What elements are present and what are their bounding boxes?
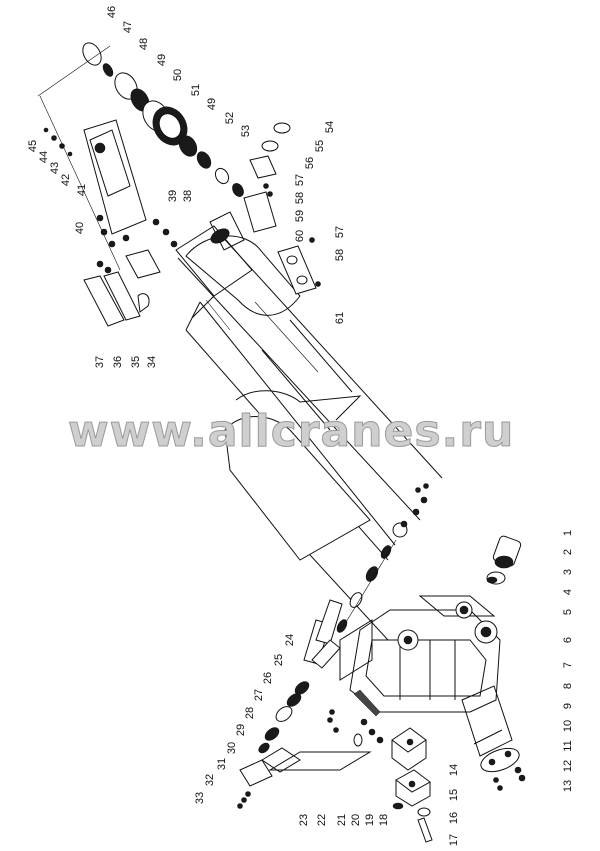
right-components bbox=[461, 535, 526, 791]
upper-left-parts bbox=[43, 119, 178, 327]
callout-8: 8 bbox=[562, 683, 574, 689]
callout-34: 34 bbox=[146, 356, 158, 368]
callout-56: 56 bbox=[304, 157, 316, 169]
callout-22: 22 bbox=[316, 814, 328, 826]
callout-13: 13 bbox=[562, 780, 574, 792]
watermark: www.allcranes.ru bbox=[68, 406, 514, 457]
callout-49: 49 bbox=[156, 54, 168, 66]
callout-57: 57 bbox=[334, 226, 346, 238]
callout-57: 57 bbox=[294, 174, 306, 186]
callout-19: 19 bbox=[364, 814, 376, 826]
callout-4: 4 bbox=[562, 589, 574, 595]
callout-48: 48 bbox=[138, 38, 150, 50]
callout-39: 39 bbox=[167, 190, 179, 202]
callout-33: 33 bbox=[194, 792, 206, 804]
base-frame bbox=[261, 595, 501, 773]
callout-12: 12 bbox=[562, 760, 574, 772]
callout-53: 53 bbox=[240, 125, 252, 137]
callout-36: 36 bbox=[112, 356, 124, 368]
callout-14: 14 bbox=[448, 764, 460, 776]
callout-23: 23 bbox=[298, 814, 310, 826]
callout-41: 41 bbox=[76, 184, 88, 196]
callout-55: 55 bbox=[314, 140, 326, 152]
bottom-pivot-parts bbox=[327, 709, 433, 843]
callout-54: 54 bbox=[324, 121, 336, 133]
lower-seal-stack bbox=[237, 639, 341, 809]
callout-16: 16 bbox=[448, 812, 460, 824]
callout-5: 5 bbox=[562, 609, 574, 615]
callout-42: 42 bbox=[60, 174, 72, 186]
boom-tube bbox=[175, 225, 443, 641]
callout-44: 44 bbox=[38, 151, 50, 163]
callout-6: 6 bbox=[562, 637, 574, 643]
callout-58: 58 bbox=[334, 249, 346, 261]
callout-9: 9 bbox=[562, 703, 574, 709]
callout-1: 1 bbox=[562, 530, 574, 536]
callout-28: 28 bbox=[244, 707, 256, 719]
callout-2: 2 bbox=[562, 549, 574, 555]
callout-31: 31 bbox=[216, 758, 228, 770]
callout-43: 43 bbox=[49, 162, 61, 174]
callout-11: 11 bbox=[562, 740, 574, 751]
callout-labels: 1234567891011121314151617181920212223242… bbox=[27, 6, 574, 846]
callout-50: 50 bbox=[172, 69, 184, 81]
callout-60: 60 bbox=[294, 230, 306, 242]
callout-59: 59 bbox=[294, 210, 306, 222]
callout-61: 61 bbox=[334, 312, 346, 324]
callout-46: 46 bbox=[106, 6, 118, 18]
callout-29: 29 bbox=[235, 724, 247, 736]
callout-24: 24 bbox=[284, 634, 296, 646]
callout-35: 35 bbox=[130, 356, 142, 368]
top-right-parts bbox=[209, 122, 321, 295]
callout-47: 47 bbox=[122, 21, 134, 33]
callout-18: 18 bbox=[378, 814, 390, 826]
callout-32: 32 bbox=[204, 774, 216, 786]
callout-45: 45 bbox=[27, 140, 39, 152]
callout-15: 15 bbox=[448, 789, 460, 801]
callout-20: 20 bbox=[350, 814, 362, 826]
hydraulic-cylinder bbox=[303, 483, 429, 665]
callout-49: 49 bbox=[206, 98, 218, 110]
callout-3: 3 bbox=[562, 569, 574, 575]
callout-40: 40 bbox=[74, 222, 86, 234]
callout-30: 30 bbox=[226, 742, 238, 754]
callout-25: 25 bbox=[273, 654, 285, 666]
callout-7: 7 bbox=[562, 662, 574, 668]
callout-58: 58 bbox=[294, 192, 306, 204]
callout-51: 51 bbox=[190, 84, 202, 96]
callout-26: 26 bbox=[262, 672, 274, 684]
callout-52: 52 bbox=[224, 112, 236, 124]
callout-38: 38 bbox=[182, 190, 194, 202]
callout-27: 27 bbox=[253, 689, 265, 701]
callout-17: 17 bbox=[448, 834, 460, 846]
callout-21: 21 bbox=[336, 814, 348, 826]
callout-37: 37 bbox=[94, 356, 106, 368]
callout-10: 10 bbox=[562, 720, 574, 732]
top-bearing-stack bbox=[37, 42, 244, 271]
